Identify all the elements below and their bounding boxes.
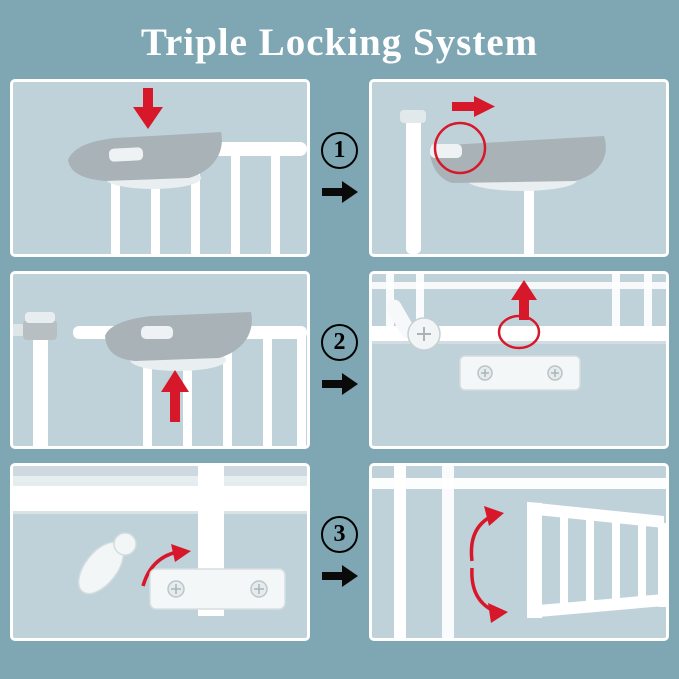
- step1-before-panel: [10, 79, 310, 257]
- step3-indicator: 3: [310, 463, 369, 641]
- gate-bar: [524, 178, 534, 254]
- gate-swing-frame: [527, 502, 666, 618]
- lock-knob-screw: [407, 317, 441, 351]
- step2-arrow-right-icon: [321, 371, 358, 397]
- gate-rail: [372, 326, 666, 344]
- step3-before-photo: [13, 466, 307, 616]
- page-title: Triple Locking System: [140, 21, 539, 64]
- step2-before-photo: [13, 312, 307, 446]
- step3-arrow-right-icon: [321, 563, 358, 589]
- gate-bars: [372, 274, 666, 328]
- step2-before-panel: [10, 271, 310, 449]
- step3-after-photo: [372, 466, 666, 638]
- step2-indicator: 2: [310, 271, 369, 449]
- red-up-arrow-icon: [161, 370, 189, 422]
- step1-after-photo: [400, 96, 606, 254]
- red-curved-arrow-icon: [141, 544, 191, 587]
- gate-top-rail: [372, 478, 666, 489]
- step2-after-panel: [369, 271, 669, 449]
- gate-handle: [429, 136, 606, 191]
- red-highlight-circle: [433, 121, 487, 175]
- step1-after-panel: [369, 79, 669, 257]
- gate-post: [400, 110, 426, 254]
- bottom-lock-lever: [77, 532, 137, 595]
- step3-number-badge: 3: [321, 515, 358, 553]
- red-down-arrow-icon: [133, 88, 163, 129]
- step1-number-badge: 1: [321, 131, 358, 169]
- step2-number-badge: 2: [321, 323, 358, 361]
- gate-posts: [394, 466, 454, 638]
- gate-bars: [111, 150, 280, 254]
- step1-indicator: 1: [310, 79, 369, 257]
- step1-arrow-right-icon: [321, 179, 358, 205]
- red-curved-arrow-up-icon: [469, 506, 504, 562]
- step1-before-photo: [68, 88, 307, 254]
- steps-grid: 1: [10, 79, 669, 641]
- lock-block: [459, 355, 581, 391]
- gate-bottom-rail: [13, 486, 307, 514]
- red-up-arrow-icon: [511, 280, 537, 320]
- background-rail: [13, 466, 307, 486]
- step3-after-panel: [369, 463, 669, 641]
- step2-after-photo: [372, 274, 666, 391]
- gate-handle: [105, 312, 252, 371]
- lock-base-plate: [149, 568, 286, 610]
- red-curved-arrow-down-icon: [470, 567, 508, 623]
- red-right-arrow-icon: [452, 96, 495, 117]
- step3-before-panel: [10, 463, 310, 641]
- gate-post-latch: [13, 312, 57, 446]
- gate-handle: [68, 132, 222, 189]
